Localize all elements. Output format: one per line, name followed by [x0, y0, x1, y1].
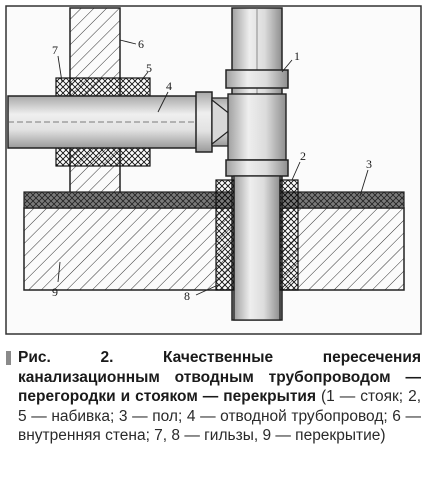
callout-floor: 3: [366, 157, 372, 171]
callout-outlet-pipe: 4: [166, 79, 172, 93]
caption-marker: [6, 351, 11, 365]
caption-label: Рис. 2.: [18, 349, 114, 366]
callout-labels: 1 2 3 4 5 6 7 8 9: [52, 37, 372, 303]
callout-riser: 1: [294, 49, 300, 63]
callout-floor-sleeve: 8: [184, 289, 190, 303]
floor-sleeve: [215, 179, 299, 291]
callout-floor-packing: 2: [300, 149, 306, 163]
floor-layer: [23, 191, 405, 209]
leader-lines: [57, 39, 369, 296]
riser-pipe: [225, 7, 289, 321]
ceiling-slab: [23, 207, 405, 291]
callout-wall-packing: 5: [146, 61, 152, 75]
wall-sleeve: [55, 77, 151, 167]
callout-inner-wall: 6: [138, 37, 144, 51]
figure-caption: Рис. 2. Качественные пересечения канализ…: [6, 348, 421, 446]
caption-title: Качественные пересечения канализационным…: [18, 349, 421, 405]
callout-ceiling-slab: 9: [52, 285, 58, 299]
pipe-penetration-diagram: 1 2 3 4 5 6 7 8 9: [5, 5, 422, 335]
callout-wall-sleeve: 7: [52, 43, 58, 57]
caption-legend: (1 — стояк; 2, 5 — набивка; 3 — пол; 4 —…: [18, 388, 422, 444]
outlet-pipe: [7, 91, 241, 153]
